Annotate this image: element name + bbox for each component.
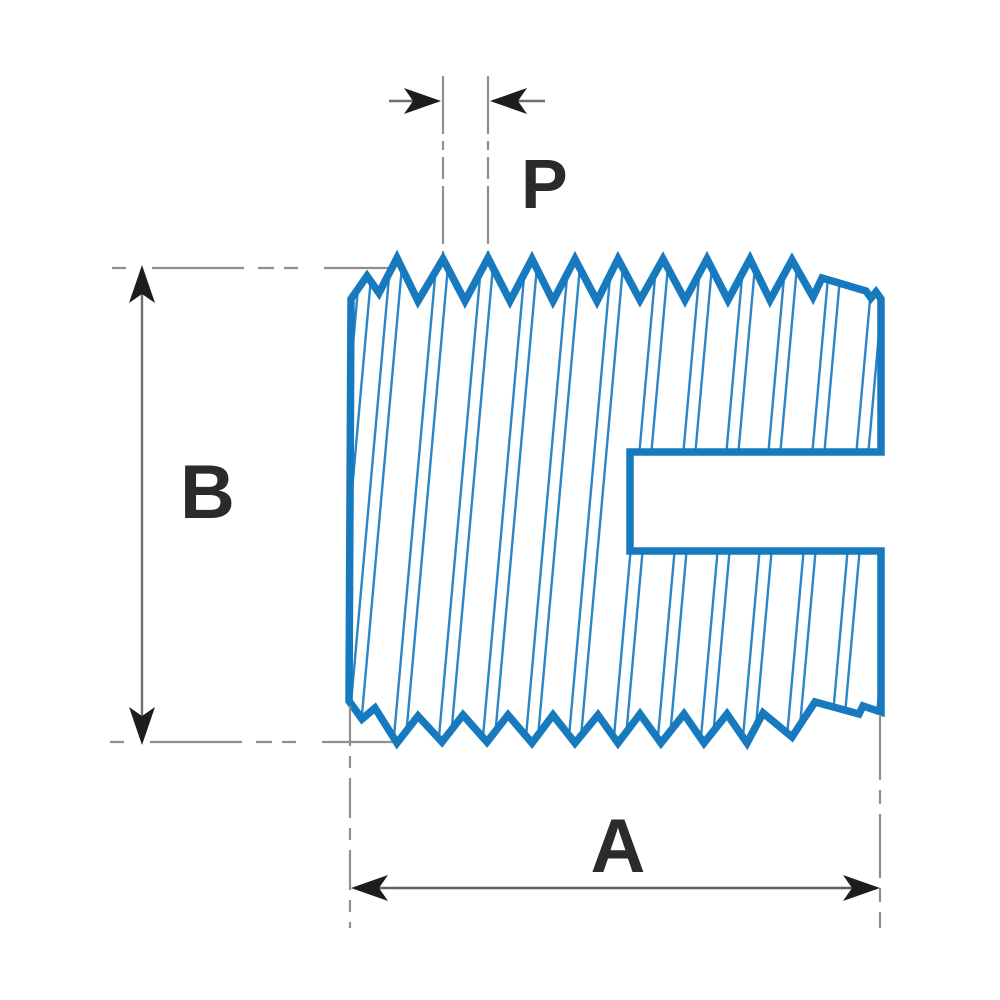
- thread-profile-outline: [345, 249, 885, 751]
- hatch-line: [349, 258, 393, 743]
- hatch-line: [566, 258, 614, 743]
- length-label: A: [591, 804, 646, 889]
- hatch-line: [357, 258, 405, 743]
- pitch-label: P: [521, 145, 568, 223]
- arrowhead-up-icon: [129, 265, 155, 303]
- arrowhead-right-icon: [843, 875, 880, 901]
- hatch-line: [523, 258, 571, 743]
- arrowhead-left-icon: [490, 88, 527, 114]
- hatch-line: [886, 255, 930, 748]
- hatch-line: [448, 258, 496, 743]
- hatch-line: [611, 258, 659, 743]
- thread-hatch-lines: [349, 255, 930, 748]
- hatch-line: [403, 258, 451, 743]
- hatch-line: [480, 258, 528, 743]
- hatch-line: [436, 258, 484, 743]
- arrowhead-left-icon: [351, 875, 388, 901]
- hatch-line: [535, 258, 583, 743]
- hatch-line: [492, 258, 540, 743]
- height-dimension: B: [110, 265, 396, 745]
- arrowhead-right-icon: [404, 88, 441, 114]
- height-label: B: [180, 450, 235, 535]
- arrowhead-down-icon: [129, 707, 155, 745]
- hatch-line: [391, 258, 439, 743]
- threaded-insert-body: [345, 249, 930, 751]
- pitch-dimension: P: [389, 76, 568, 258]
- length-dimension: A: [348, 706, 882, 928]
- hatch-line: [578, 258, 626, 743]
